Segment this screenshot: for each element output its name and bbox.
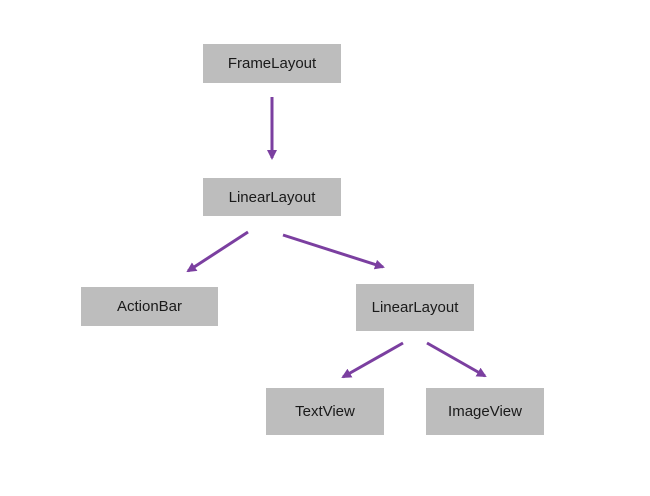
- arrow-linearlayout-to-child-linearlayout: [282, 233, 385, 270]
- node-linearlayout-root: LinearLayout: [203, 178, 341, 216]
- node-imageview: ImageView: [426, 388, 544, 435]
- arrow-child-linearlayout-to-imageview: [426, 341, 487, 378]
- arrow-linearlayout-to-actionbar: [186, 230, 249, 273]
- node-textview: TextView: [266, 388, 384, 435]
- arrow-child-linearlayout-to-textview: [341, 341, 404, 379]
- node-linearlayout-child: LinearLayout: [356, 284, 474, 331]
- node-framelayout: FrameLayout: [203, 44, 341, 83]
- node-actionbar: ActionBar: [81, 287, 218, 326]
